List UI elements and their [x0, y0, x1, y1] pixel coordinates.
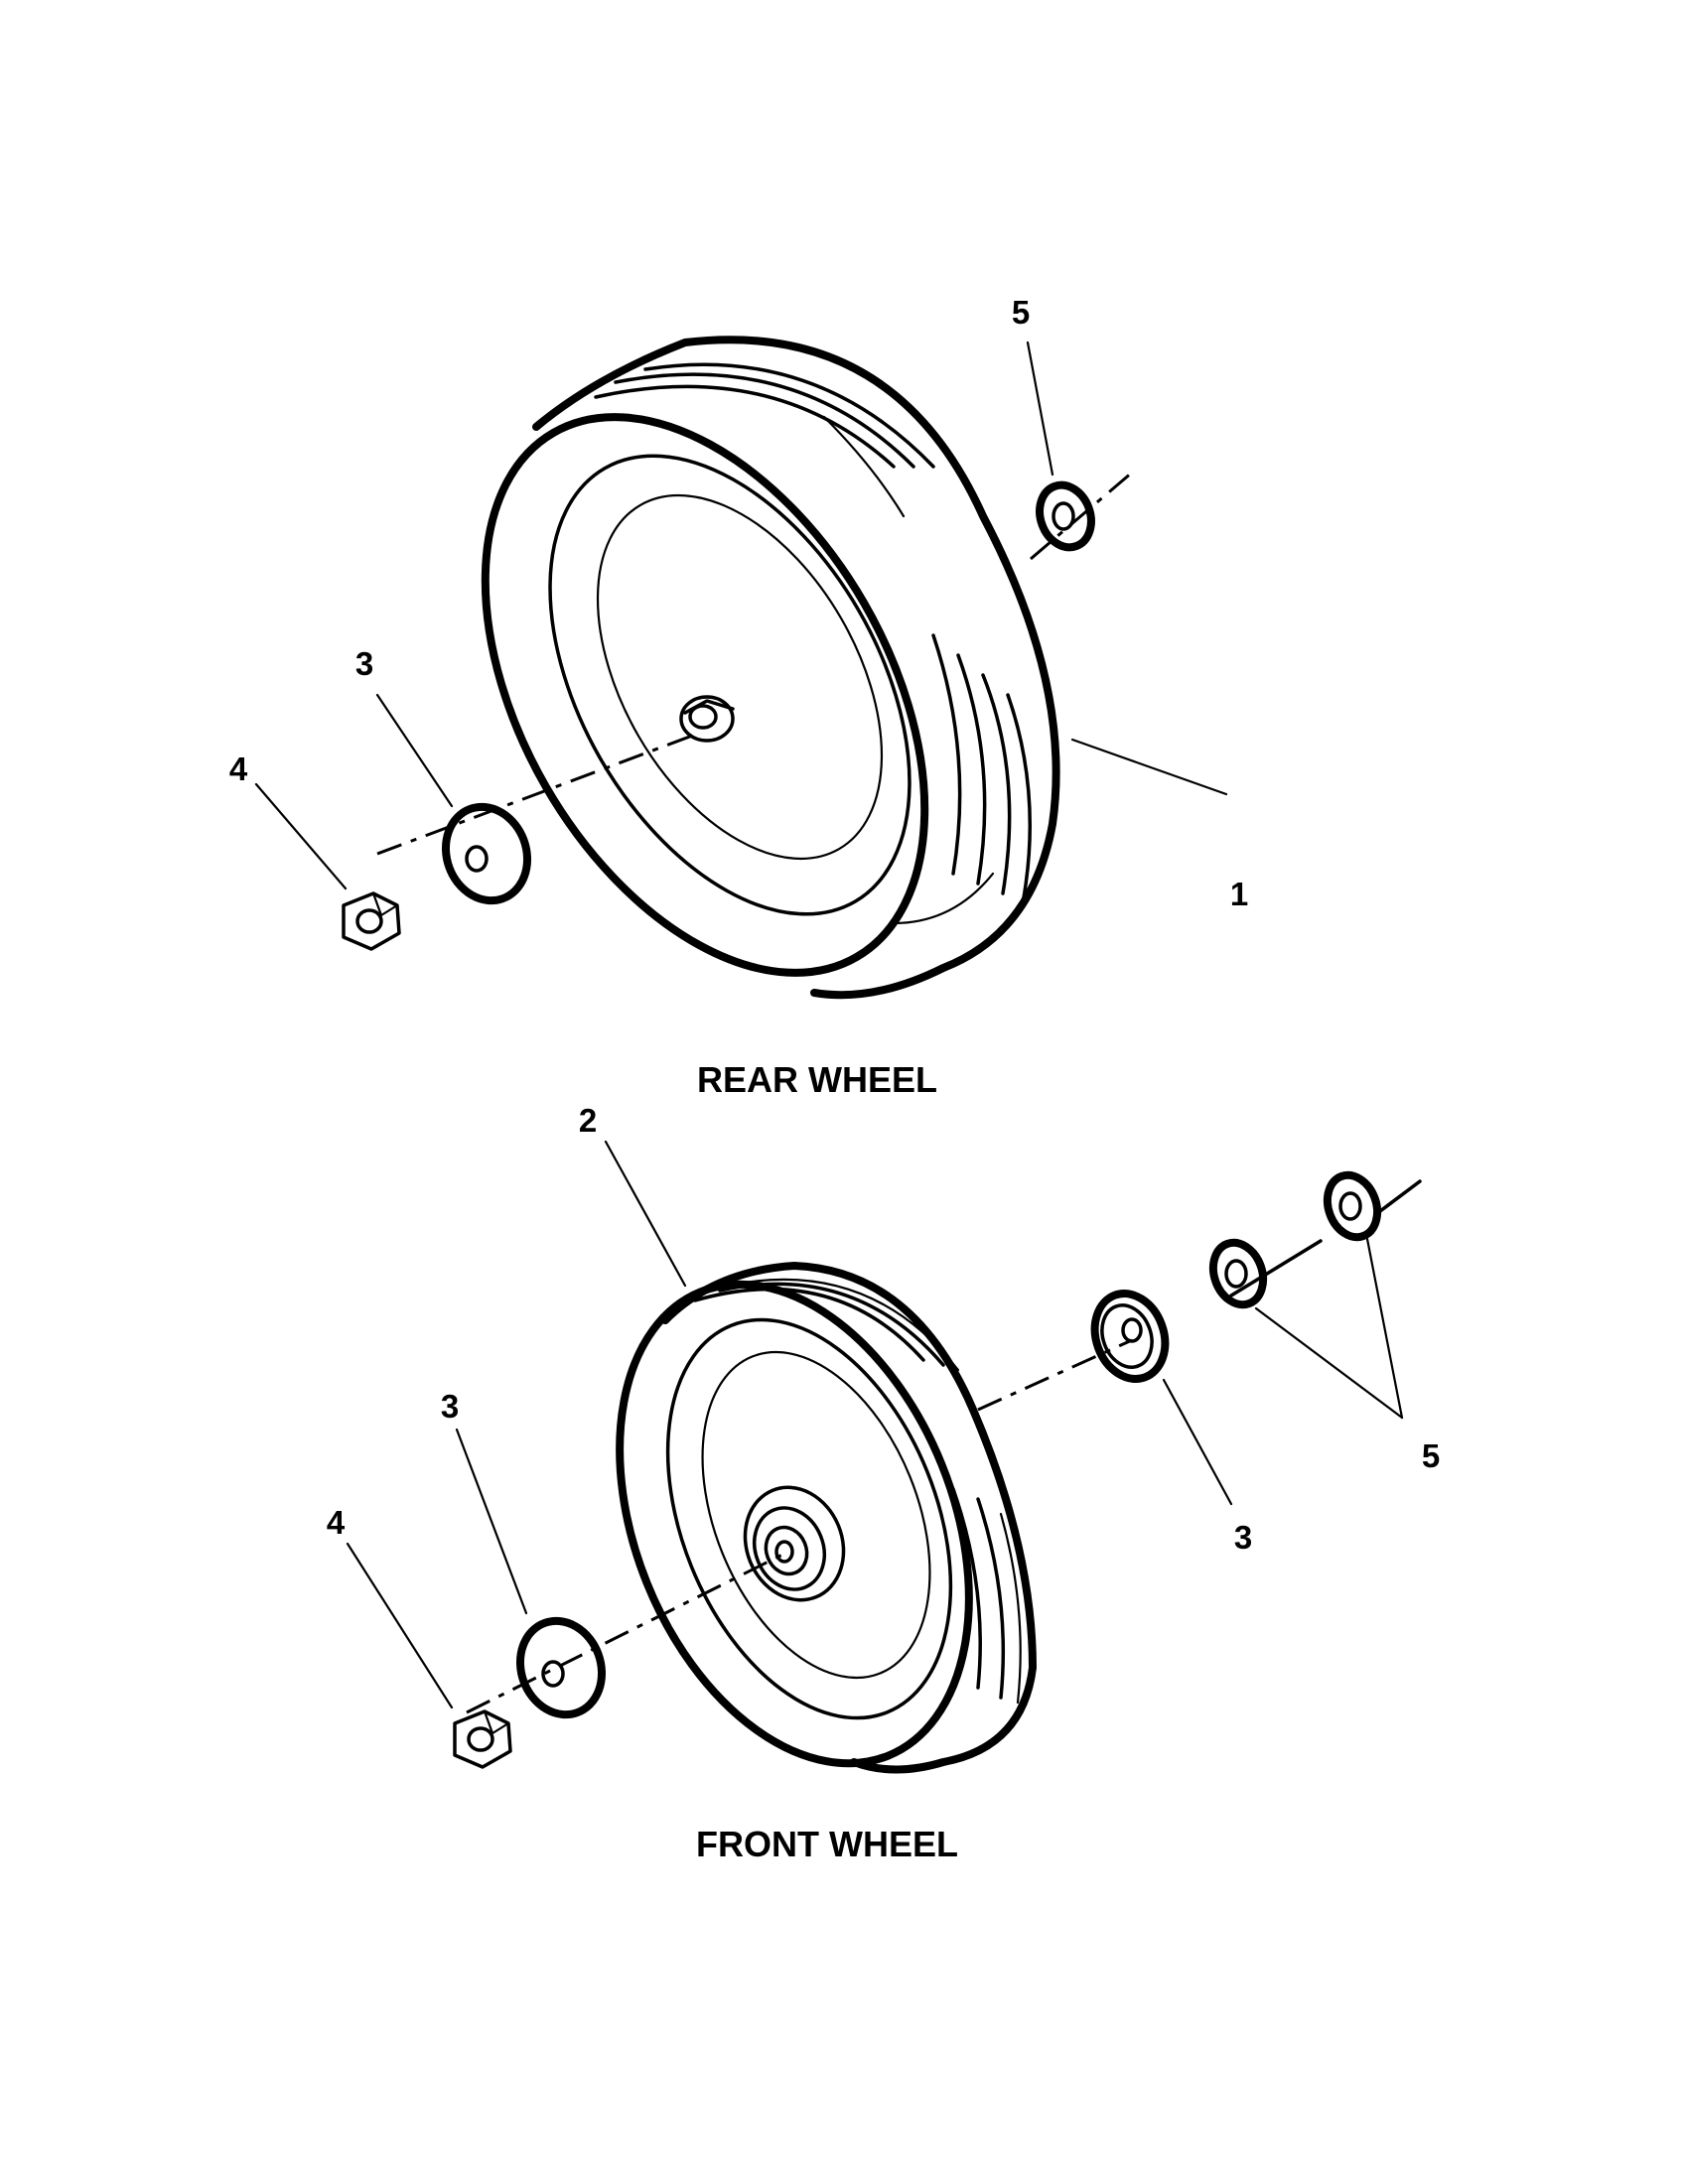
- rear-wheel-caption: REAR WHEEL: [697, 1059, 937, 1100]
- front-wheel-assembly: 2 3 4 3 5 FRONT WHEEL: [327, 1102, 1440, 1864]
- front-nut: [453, 1709, 512, 1769]
- front-right-washer-leader: [1162, 1378, 1233, 1506]
- front-wheel-leader: [604, 1140, 687, 1288]
- rear-washer-leader: [375, 693, 454, 808]
- front-spacers-callout: 5: [1422, 1437, 1440, 1474]
- front-left-washer: [515, 1616, 607, 1719]
- front-wheel-hub: [743, 1485, 846, 1602]
- rear-nut-leader: [254, 782, 348, 890]
- front-wheel-tread: [693, 1278, 1022, 1705]
- rear-wheel-assembly: 1 3 4 5 REAR WHEEL: [229, 294, 1248, 1100]
- rear-spacer-callout: 5: [1012, 294, 1030, 331]
- rear-wheel-hub: [679, 695, 735, 743]
- rear-spacer: [1036, 480, 1095, 552]
- front-nut-callout: 4: [327, 1504, 346, 1541]
- front-nut-leader: [346, 1542, 454, 1709]
- front-right-washer: [1090, 1290, 1170, 1383]
- front-left-washer-leader: [455, 1428, 528, 1615]
- front-right-washer-callout: 3: [1234, 1519, 1252, 1556]
- front-wheel-caption: FRONT WHEEL: [696, 1824, 958, 1864]
- rear-wheel-leader: [1070, 738, 1228, 796]
- front-spacer-outer: [1323, 1170, 1382, 1242]
- front-left-washer-callout: 3: [441, 1388, 459, 1425]
- front-spacer-leader-b: [1365, 1237, 1404, 1420]
- rear-wheel-callout: 1: [1230, 876, 1248, 912]
- rear-wheel-tread: [594, 362, 1032, 925]
- front-spacer-leader-a: [1254, 1306, 1404, 1420]
- rear-washer: [441, 802, 532, 905]
- front-wheel-callout: 2: [579, 1102, 597, 1139]
- front-spacer-inner: [1208, 1238, 1268, 1309]
- rear-wheel-tire: [481, 336, 1060, 1000]
- rear-nut-callout: 4: [229, 751, 248, 787]
- front-wheel-tire: [616, 1262, 1037, 1774]
- rear-washer-callout: 3: [355, 645, 373, 682]
- rear-spacer-leader: [1026, 341, 1054, 477]
- rear-nut: [342, 891, 401, 951]
